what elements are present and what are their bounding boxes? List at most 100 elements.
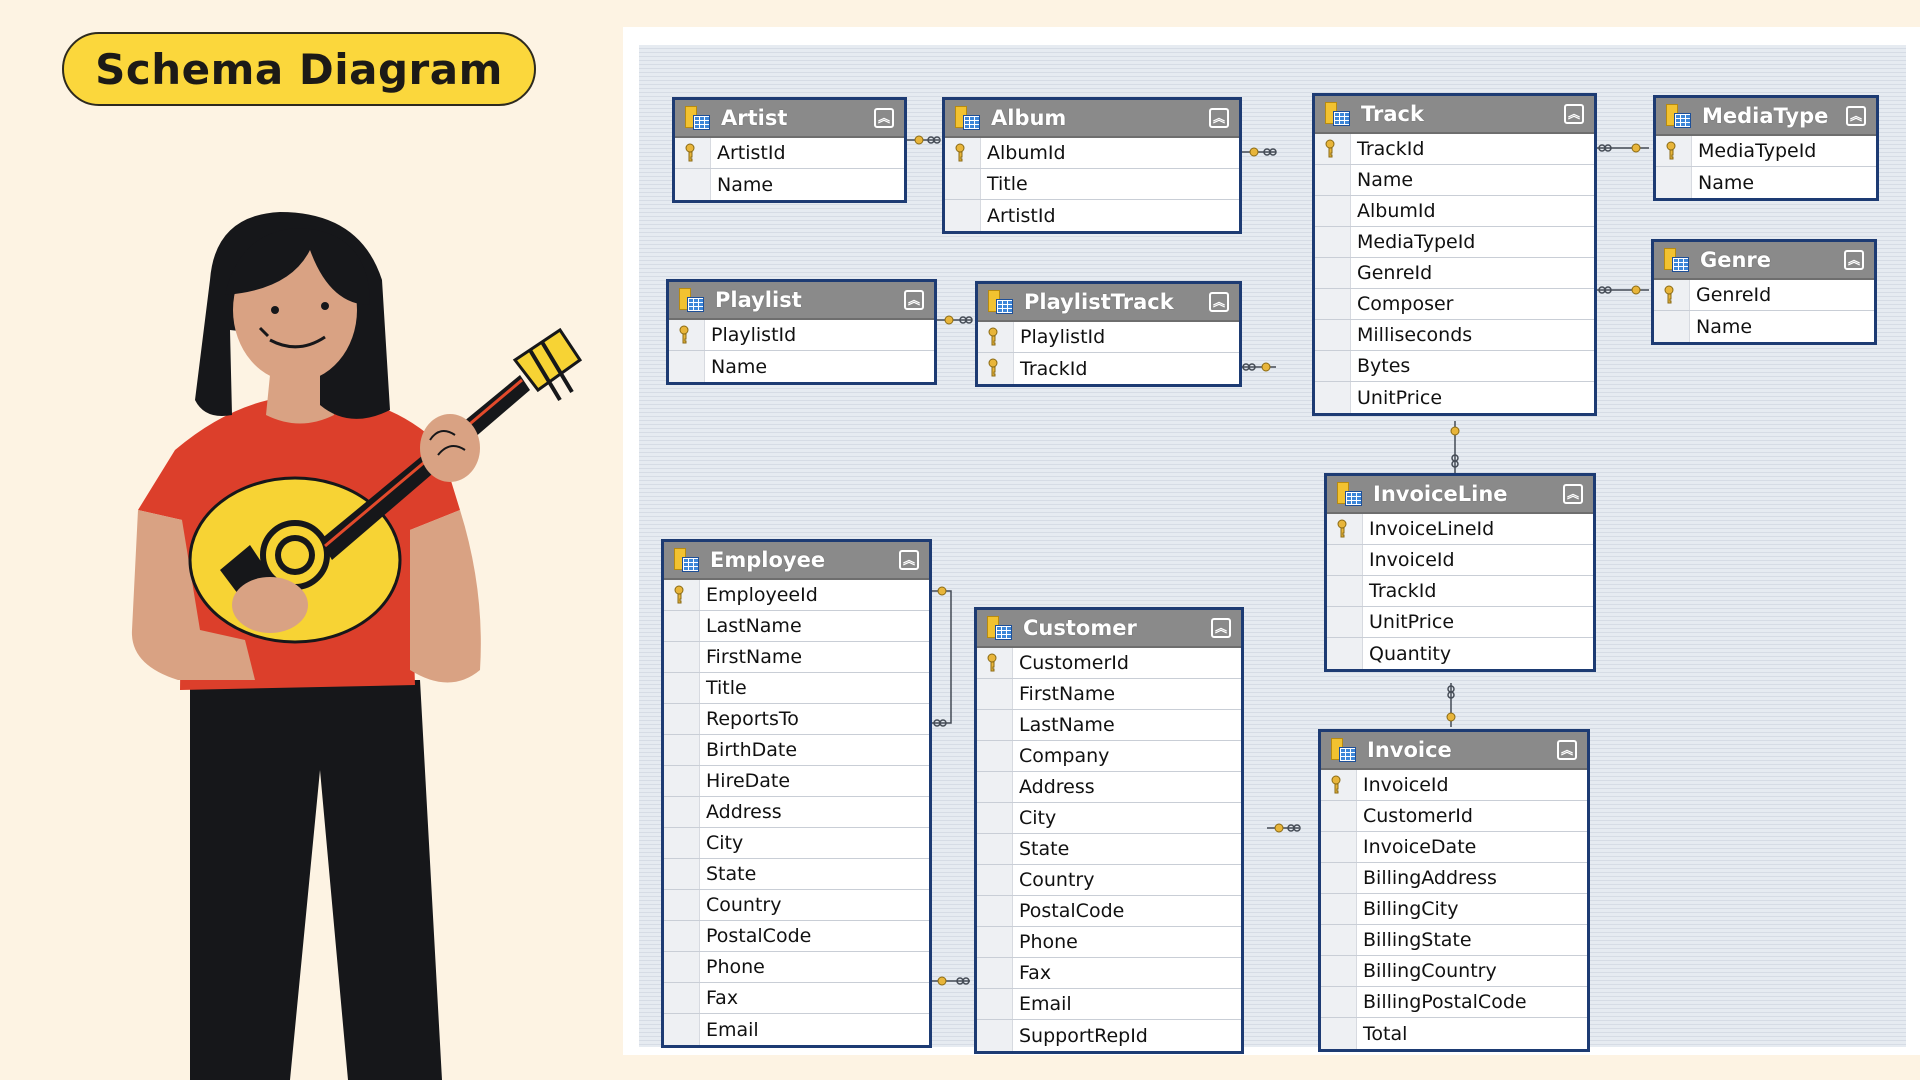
field-row[interactable]: Country — [664, 890, 929, 921]
field-row[interactable]: SupportRepId — [977, 1020, 1241, 1051]
field-row[interactable]: AlbumId — [945, 138, 1239, 169]
field-row[interactable]: CustomerId — [977, 648, 1241, 679]
field-row[interactable]: BillingCity — [1321, 894, 1587, 925]
collapse-icon[interactable]: ︽ — [1211, 618, 1231, 638]
table-header[interactable]: Artist ︽ — [675, 100, 904, 138]
field-row[interactable]: ArtistId — [945, 200, 1239, 231]
table-header[interactable]: Genre ︽ — [1654, 242, 1874, 280]
field-row[interactable]: BillingAddress — [1321, 863, 1587, 894]
table-header[interactable]: MediaType ︽ — [1656, 98, 1876, 136]
field-row[interactable]: State — [977, 834, 1241, 865]
field-row[interactable]: PostalCode — [664, 921, 929, 952]
field-row[interactable]: State — [664, 859, 929, 890]
table-header[interactable]: InvoiceLine ︽ — [1327, 476, 1593, 514]
table-header[interactable]: PlaylistTrack ︽ — [978, 284, 1239, 322]
field-row[interactable]: Name — [1656, 167, 1876, 198]
field-row[interactable]: PlaylistId — [978, 322, 1239, 353]
field-row[interactable]: InvoiceId — [1327, 545, 1593, 576]
field-row[interactable]: Address — [977, 772, 1241, 803]
field-row[interactable]: Composer — [1315, 289, 1594, 320]
table-header[interactable]: Employee ︽ — [664, 542, 929, 580]
field-row[interactable]: FirstName — [664, 642, 929, 673]
collapse-icon[interactable]: ︽ — [1557, 740, 1577, 760]
field-row[interactable]: LastName — [977, 710, 1241, 741]
field-row[interactable]: LastName — [664, 611, 929, 642]
field-row[interactable]: TrackId — [1327, 576, 1593, 607]
field-row[interactable]: FirstName — [977, 679, 1241, 710]
field-row[interactable]: InvoiceDate — [1321, 832, 1587, 863]
field-row[interactable]: BirthDate — [664, 735, 929, 766]
field-row[interactable]: UnitPrice — [1327, 607, 1593, 638]
field-row[interactable]: Country — [977, 865, 1241, 896]
field-row[interactable]: Name — [669, 351, 934, 382]
field-row[interactable]: AlbumId — [1315, 196, 1594, 227]
field-row[interactable]: Milliseconds — [1315, 320, 1594, 351]
field-row[interactable]: Phone — [977, 927, 1241, 958]
field-row[interactable]: TrackId — [1315, 134, 1594, 165]
collapse-icon[interactable]: ︽ — [1846, 106, 1866, 126]
field-row[interactable]: Email — [977, 989, 1241, 1020]
field-row[interactable]: Quantity — [1327, 638, 1593, 669]
field-row[interactable]: MediaTypeId — [1656, 136, 1876, 167]
field-row[interactable]: HireDate — [664, 766, 929, 797]
field-name: HireDate — [706, 770, 791, 792]
table-header[interactable]: Customer ︽ — [977, 610, 1241, 648]
field-row[interactable]: Title — [664, 673, 929, 704]
field-row[interactable]: PlaylistId — [669, 320, 934, 351]
collapse-icon[interactable]: ︽ — [1844, 250, 1864, 270]
field-row[interactable]: Company — [977, 741, 1241, 772]
field-row[interactable]: BillingState — [1321, 925, 1587, 956]
field-row[interactable]: CustomerId — [1321, 801, 1587, 832]
field-row[interactable]: Name — [1315, 165, 1594, 196]
table-icon — [1331, 738, 1356, 762]
field-row[interactable]: MediaTypeId — [1315, 227, 1594, 258]
collapse-icon[interactable]: ︽ — [1209, 292, 1229, 312]
field-row[interactable]: InvoiceLineId — [1327, 514, 1593, 545]
field-row[interactable]: Name — [675, 169, 904, 200]
field-row[interactable]: City — [664, 828, 929, 859]
field-row[interactable]: UnitPrice — [1315, 382, 1594, 413]
field-row[interactable]: Bytes — [1315, 351, 1594, 382]
field-row[interactable]: BillingPostalCode — [1321, 987, 1587, 1018]
table-header[interactable]: Invoice ︽ — [1321, 732, 1587, 770]
field-row[interactable]: GenreId — [1315, 258, 1594, 289]
field-row[interactable]: InvoiceId — [1321, 770, 1587, 801]
field-row[interactable]: PostalCode — [977, 896, 1241, 927]
field-row[interactable]: Total — [1321, 1018, 1587, 1049]
field-row[interactable]: ArtistId — [675, 138, 904, 169]
field-row[interactable]: Address — [664, 797, 929, 828]
field-row[interactable]: BillingCountry — [1321, 956, 1587, 987]
field-row[interactable]: Phone — [664, 952, 929, 983]
field-row[interactable]: EmployeeId — [664, 580, 929, 611]
collapse-icon[interactable]: ︽ — [899, 550, 919, 570]
field-row[interactable]: Title — [945, 169, 1239, 200]
collapse-icon[interactable]: ︽ — [874, 108, 894, 128]
row-selector — [664, 797, 700, 827]
collapse-icon[interactable]: ︽ — [1564, 104, 1584, 124]
field-row[interactable]: Fax — [664, 983, 929, 1014]
field-row[interactable]: GenreId — [1654, 280, 1874, 311]
field-row[interactable]: ReportsTo — [664, 704, 929, 735]
collapse-icon[interactable]: ︽ — [904, 290, 924, 310]
collapse-icon[interactable]: ︽ — [1209, 108, 1229, 128]
field-row[interactable]: Fax — [977, 958, 1241, 989]
field-row[interactable]: TrackId — [978, 353, 1239, 384]
field-row[interactable]: Name — [1654, 311, 1874, 342]
table-header[interactable]: Album ︽ — [945, 100, 1239, 138]
table-header[interactable]: Playlist ︽ — [669, 282, 934, 320]
collapse-icon[interactable]: ︽ — [1563, 484, 1583, 504]
field-row[interactable]: Email — [664, 1014, 929, 1045]
field-row[interactable]: City — [977, 803, 1241, 834]
table-header[interactable]: Track ︽ — [1315, 96, 1594, 134]
